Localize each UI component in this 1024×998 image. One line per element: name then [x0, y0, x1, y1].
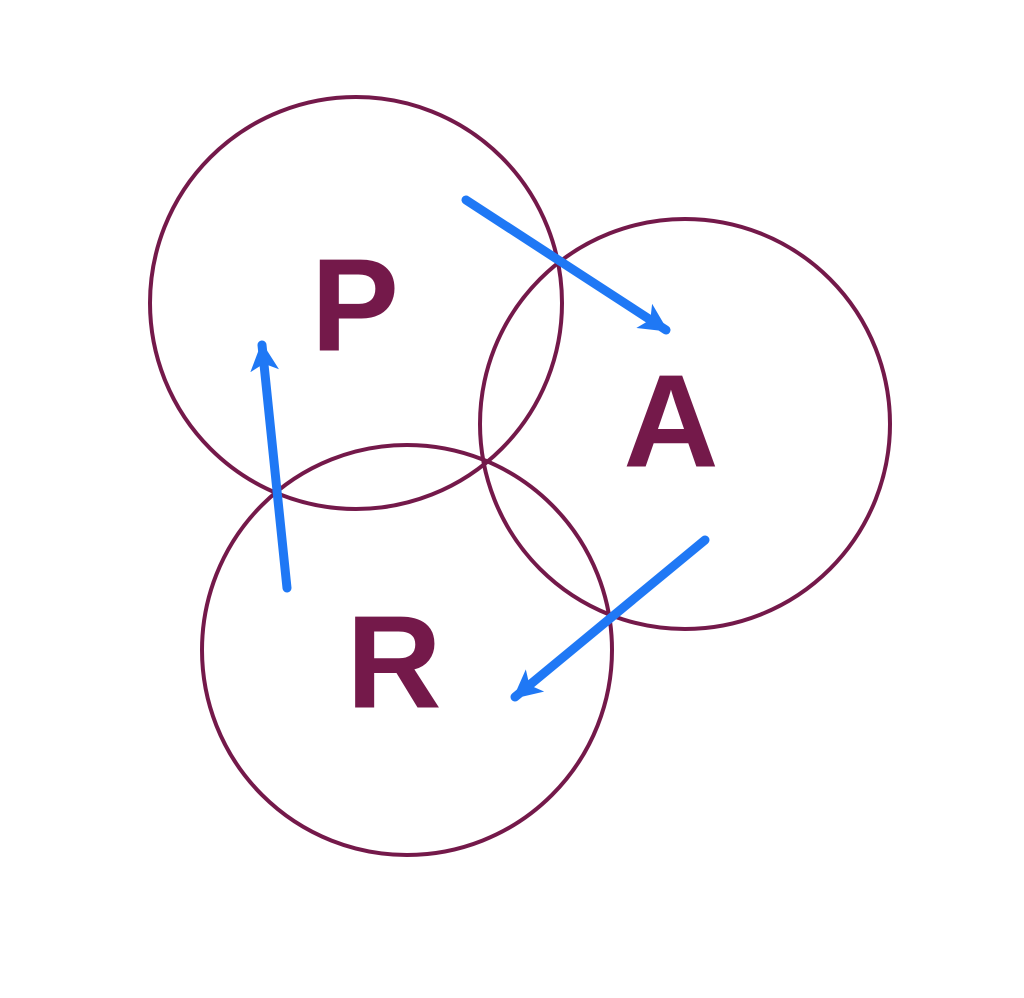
arrow-p-to-a [461, 195, 671, 335]
arrow-a-to-r [510, 535, 710, 702]
circle-r [200, 443, 614, 857]
circle-p [148, 95, 564, 511]
node-label-r: R [346, 589, 441, 736]
arrow-r-to-p [250, 340, 292, 593]
circle-a [478, 217, 892, 631]
node-label-a: A [623, 348, 718, 495]
node-label-p: P [311, 232, 399, 379]
arrow-right-down-icon [461, 195, 671, 335]
arrow-left-down-icon [510, 535, 710, 702]
arrow-up-icon [250, 340, 292, 593]
